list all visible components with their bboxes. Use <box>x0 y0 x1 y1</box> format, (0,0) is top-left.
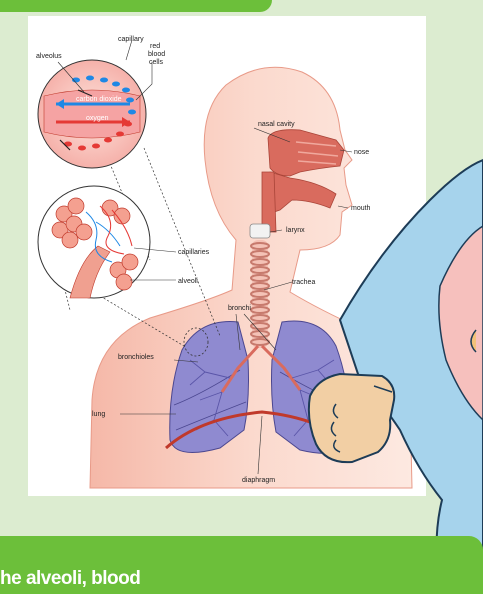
character-fist <box>309 374 394 462</box>
caption-text: he alveoli, blood <box>0 568 140 590</box>
